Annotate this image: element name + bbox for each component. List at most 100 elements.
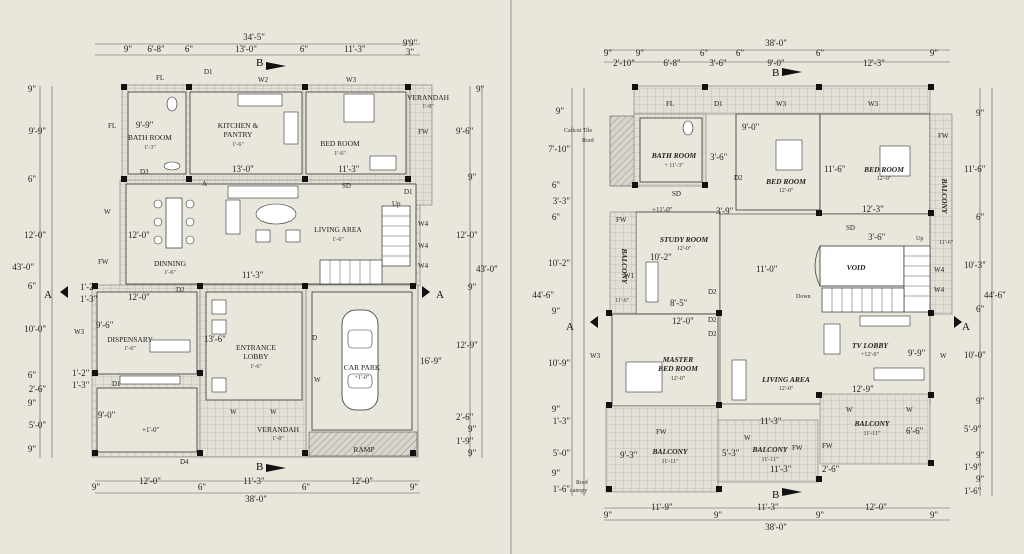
- gf-room-label: KITCHEN &: [218, 121, 259, 130]
- gf-right-dim: 16'-9": [420, 356, 442, 366]
- first-floor-plan: [571, 49, 993, 521]
- ff-room-sub: + 11'-3": [664, 163, 684, 169]
- ff-inner-dim: 11'-3": [760, 416, 782, 426]
- ff-room-sub: 11'-11": [661, 459, 679, 465]
- ff-void: [814, 245, 905, 287]
- gf-room-labels: BATH ROOM 1'-3" KITCHEN & PANTRY 1'-6" B…: [107, 93, 450, 454]
- ff-inner-dim: 11'-6": [824, 164, 846, 174]
- gf-bottom-dims: 9" 12'-0" 6" 11'-3" 6" 12'-0" 9": [92, 476, 419, 492]
- gf-room-label: RAMP: [353, 445, 374, 454]
- ff-section-a-right: [954, 316, 962, 328]
- gf-kitchen-counter-2: [283, 111, 299, 145]
- gf-top-dim: 6'-8": [147, 44, 165, 54]
- gf-room-sub: 1'-6": [250, 364, 262, 370]
- gf-section-b-label-top: B: [256, 57, 263, 69]
- gf-top-dims: 9" 6'-8" 6" 13'-0" 6" 11'-3" 9'9" 3": [124, 38, 418, 57]
- ff-bottom-dim: 9": [930, 510, 939, 520]
- ff-top-dim: 6'-8": [663, 58, 681, 68]
- ff-room-label: BALCONY: [751, 445, 788, 454]
- gf-room-label: LIVING AREA: [314, 225, 362, 234]
- gf-tag: W4: [418, 220, 429, 228]
- gf-left-dim: 43'-0": [12, 262, 34, 272]
- gf-room-label: VERANDAH: [407, 93, 450, 102]
- ff-tag: W: [846, 406, 853, 414]
- ff-tag: W: [906, 406, 913, 414]
- ff-tag: D2: [708, 316, 717, 324]
- ff-balcony-se: [819, 393, 931, 465]
- ff-room-sub: 12'-0": [779, 188, 794, 194]
- ff-right-dim: 5'-9": [964, 424, 982, 434]
- ff-room-label: BALCONY: [651, 447, 688, 456]
- ff-left-dim: 10'-2": [548, 258, 570, 268]
- ff-left-dim: 44'-6": [532, 290, 554, 300]
- gf-top-dim: 3": [406, 47, 415, 57]
- gf-bottom-dim: 12'-0": [139, 476, 161, 486]
- gf-inner-dim: 11'-3": [338, 164, 360, 174]
- ff-tag: W3: [590, 352, 601, 360]
- ff-right-dim: 9": [976, 108, 985, 118]
- ff-bottom-dim: 11'-3": [757, 502, 779, 512]
- gf-tag: D1: [204, 68, 213, 76]
- ff-top-dim: 9'-0": [767, 58, 785, 68]
- ground-floor-plan: [39, 43, 483, 494]
- gf-top-total: 34'-5": [243, 32, 265, 42]
- ff-tag: FW: [656, 428, 667, 436]
- ff-note: Up: [916, 236, 923, 242]
- ff-left-dim: 6": [552, 212, 561, 222]
- ff-north-balcony: [633, 85, 931, 115]
- ff-bottom-dim: 9": [714, 510, 723, 520]
- gf-bottom-total: 38'-0": [245, 494, 267, 504]
- ff-room-label: VOID: [847, 263, 866, 272]
- ff-tag: W3: [868, 100, 879, 108]
- ff-tag: W3: [776, 100, 787, 108]
- ff-tag: W4: [934, 286, 945, 294]
- gf-inner-dim: 12'-0": [128, 230, 150, 240]
- ff-tv-unit: [859, 315, 911, 327]
- ff-left-dim: 9": [552, 404, 561, 414]
- gf-room-sub: 1'-6": [232, 142, 244, 148]
- ff-inner-dims: 9'-0" 3'-6" 11'-6" 12'-3" 3'-6" 3'-9" 11…: [620, 122, 926, 474]
- ff-note: canopy: [570, 488, 587, 494]
- ff-right-dim: 6": [976, 212, 985, 222]
- ff-room-label: TV LOBBY: [852, 341, 889, 350]
- gf-room-sub: 1'-0": [272, 436, 284, 442]
- gf-right-dim: 12'-9": [456, 340, 478, 350]
- ff-right-dim: 6": [976, 304, 985, 314]
- gf-left-dim: 9": [28, 398, 37, 408]
- gf-left-dim: 5'-0": [29, 420, 47, 430]
- ff-left-dim: 1'-3": [553, 416, 571, 426]
- ff-inner-dim: 8'-5": [670, 298, 688, 308]
- gf-inner-dim: 9'-9": [136, 120, 154, 130]
- ff-room-sub: 11'-6": [939, 240, 954, 246]
- ff-balcony-s: [717, 419, 819, 483]
- ff-left-dim: 5'-0": [553, 448, 571, 458]
- ff-tag: SD: [846, 224, 855, 232]
- ff-inner-dim: 3'-6": [710, 152, 728, 162]
- ff-notes: Calicut Tile Roof Roof canopy Down Up: [564, 128, 923, 494]
- gf-columns: [92, 84, 416, 456]
- ff-piano: [873, 367, 925, 381]
- gf-left-dim: 6": [28, 174, 37, 184]
- ff-tag: FW: [792, 444, 803, 452]
- ff-room-sub: 12'-0": [671, 376, 686, 382]
- ff-section-b-top: [782, 68, 802, 76]
- gf-right-dim: 9": [468, 424, 477, 434]
- gf-room-sub: 1'-6": [332, 237, 344, 243]
- gf-tag: W3: [74, 328, 85, 336]
- ff-right-dim: 1'-6": [964, 486, 982, 496]
- ff-left-dim: 10'-9": [548, 358, 570, 368]
- ff-section-b-label-top: B: [772, 67, 779, 79]
- ff-inner-dim: 12'-9": [852, 384, 874, 394]
- ff-inner-dim: 11'-3": [770, 464, 792, 474]
- gf-inner-dim: 13'-6": [204, 334, 226, 344]
- ff-section-b-bottom: [782, 488, 802, 496]
- gf-bottom-dim: 6": [198, 482, 207, 492]
- gf-section-a-label-right: A: [436, 289, 444, 301]
- gf-dispensary: [96, 291, 198, 375]
- ff-top-dim: 9": [930, 48, 939, 58]
- gf-left-dim: 6": [28, 370, 37, 380]
- ff-left-dim: 3'-3": [553, 196, 571, 206]
- gf-tag: FL: [156, 74, 164, 82]
- gf-right-dim: 9": [476, 84, 485, 94]
- gf-tag: SD: [342, 182, 351, 190]
